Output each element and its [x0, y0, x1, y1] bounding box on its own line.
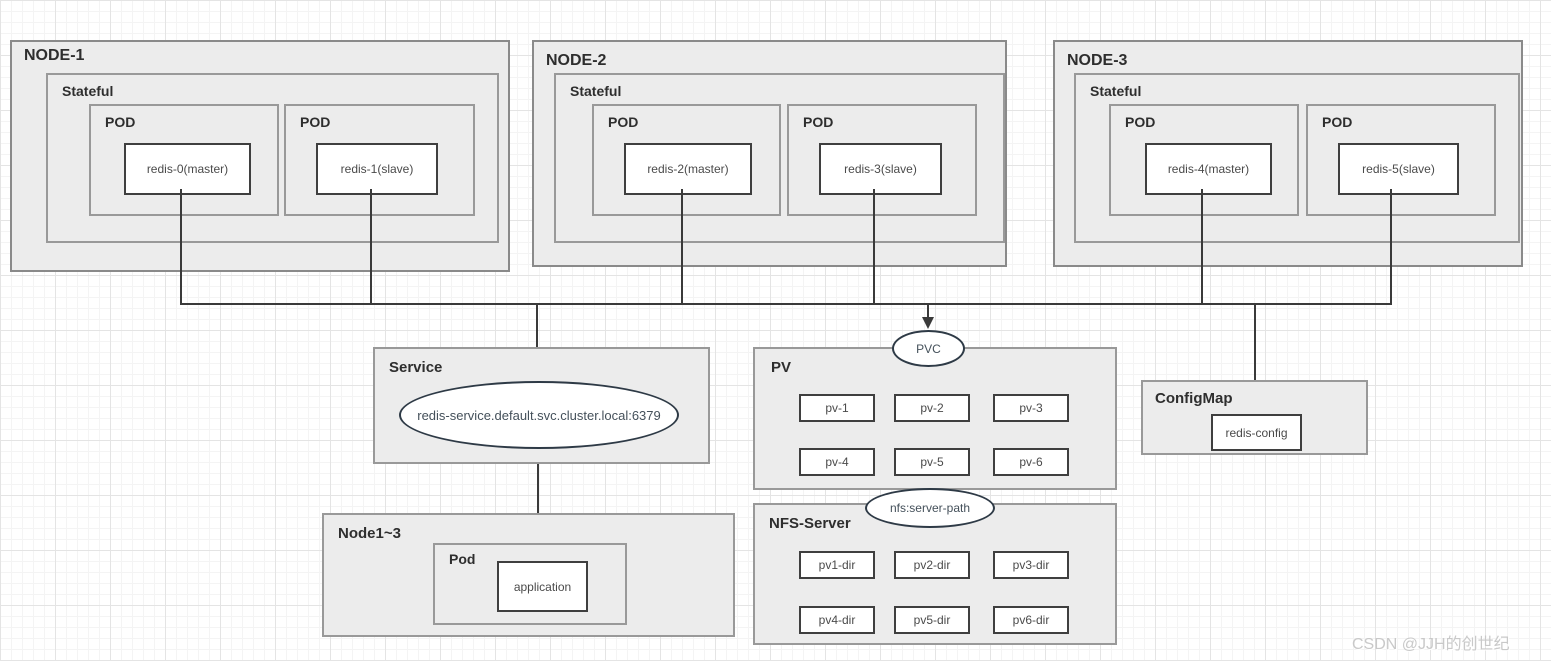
- node-1-pod-1-box: POD redis-0(master): [89, 104, 279, 216]
- client-pod-box: Pod application: [433, 543, 627, 625]
- service-title: Service: [389, 359, 443, 376]
- pv-5-box: pv-5: [894, 448, 970, 476]
- configmap-title: ConfigMap: [1155, 390, 1233, 407]
- pv3-dir-box: pv3-dir: [993, 551, 1069, 579]
- pv-box: PV pv-1 pv-2 pv-3 pv-4 pv-5 pv-6: [753, 347, 1117, 490]
- nfs-mount-ellipse: nfs:server-path: [865, 488, 995, 528]
- redis-1-slave-box: redis-1(slave): [316, 143, 438, 195]
- node-3-stateful-label: Stateful: [1090, 83, 1142, 99]
- application-box: application: [497, 561, 588, 612]
- pv5-dir-box: pv5-dir: [894, 606, 970, 634]
- connector-redis-3-bus: [873, 189, 875, 305]
- connector-bus-pvc: [927, 305, 929, 318]
- redis-config-box: redis-config: [1211, 414, 1302, 451]
- node-3-pod-1-box: POD redis-4(master): [1109, 104, 1299, 216]
- redis-0-master-box: redis-0(master): [124, 143, 251, 195]
- node-1-stateful-box: Stateful POD redis-0(master) POD redis-1…: [46, 73, 499, 243]
- redis-4-master-box: redis-4(master): [1145, 143, 1272, 195]
- redis-2-master-box: redis-2(master): [624, 143, 752, 195]
- redis-3-slave-box: redis-3(slave): [819, 143, 942, 195]
- client-nodes-title: Node1~3: [338, 525, 401, 542]
- watermark-text: CSDN @JJH的创世纪: [1352, 636, 1510, 653]
- arrowhead-down-icon: [922, 317, 934, 329]
- node-2-stateful-label: Stateful: [570, 83, 622, 99]
- node-2-stateful-box: Stateful POD redis-2(master) POD redis-3…: [554, 73, 1005, 243]
- node-2-pod-2-box: POD redis-3(slave): [787, 104, 977, 216]
- nfs-server-title: NFS-Server: [769, 515, 851, 532]
- pv-1-box: pv-1: [799, 394, 875, 422]
- client-nodes-box: Node1~3 Pod application: [322, 513, 735, 637]
- connector-bus-configmap: [1254, 305, 1256, 398]
- pod-label: POD: [1322, 114, 1353, 130]
- pod-label: POD: [608, 114, 639, 130]
- pod-label: POD: [300, 114, 331, 130]
- connector-redis-2-bus: [681, 189, 683, 305]
- redis-5-slave-box: redis-5(slave): [1338, 143, 1459, 195]
- pv6-dir-box: pv6-dir: [993, 606, 1069, 634]
- connector-redis-5-bus: [1390, 189, 1392, 305]
- service-endpoint-ellipse: redis-service.default.svc.cluster.local:…: [399, 381, 679, 449]
- pv-4-box: pv-4: [799, 448, 875, 476]
- pv-2-box: pv-2: [894, 394, 970, 422]
- configmap-box: ConfigMap redis-config: [1141, 380, 1368, 455]
- pv2-dir-box: pv2-dir: [894, 551, 970, 579]
- bus-line: [180, 303, 1392, 305]
- node-2-box: NODE-2 Stateful POD redis-2(master) POD …: [532, 40, 1007, 267]
- connector-redis-0-bus: [180, 189, 182, 305]
- node-3-box: NODE-3 Stateful POD redis-4(master) POD …: [1053, 40, 1523, 267]
- node-3-pod-2-box: POD redis-5(slave): [1306, 104, 1496, 216]
- node-2-pod-1-box: POD redis-2(master): [592, 104, 781, 216]
- pod-label: POD: [1125, 114, 1156, 130]
- pv-3-box: pv-3: [993, 394, 1069, 422]
- node-1-stateful-label: Stateful: [62, 83, 114, 99]
- pv4-dir-box: pv4-dir: [799, 606, 875, 634]
- pod-label: POD: [105, 114, 136, 130]
- connector-redis-4-bus: [1201, 189, 1203, 305]
- connector-bus-service: [536, 305, 538, 369]
- node-1-box: NODE-1 Stateful POD redis-0(master) POD …: [10, 40, 510, 272]
- node-3-title: NODE-3: [1067, 52, 1128, 69]
- node-1-pod-2-box: POD redis-1(slave): [284, 104, 475, 216]
- node-1-title: NODE-1: [24, 47, 85, 64]
- pv1-dir-box: pv1-dir: [799, 551, 875, 579]
- connector-redis-1-bus: [370, 189, 372, 305]
- client-pod-label: Pod: [449, 551, 476, 567]
- pv-title: PV: [771, 359, 792, 376]
- node-2-title: NODE-2: [546, 52, 607, 69]
- pod-label: POD: [803, 114, 834, 130]
- pvc-ellipse: PVC: [892, 330, 965, 367]
- connector-app-service: [537, 462, 539, 558]
- pv-6-box: pv-6: [993, 448, 1069, 476]
- node-3-stateful-box: Stateful POD redis-4(master) POD redis-5…: [1074, 73, 1520, 243]
